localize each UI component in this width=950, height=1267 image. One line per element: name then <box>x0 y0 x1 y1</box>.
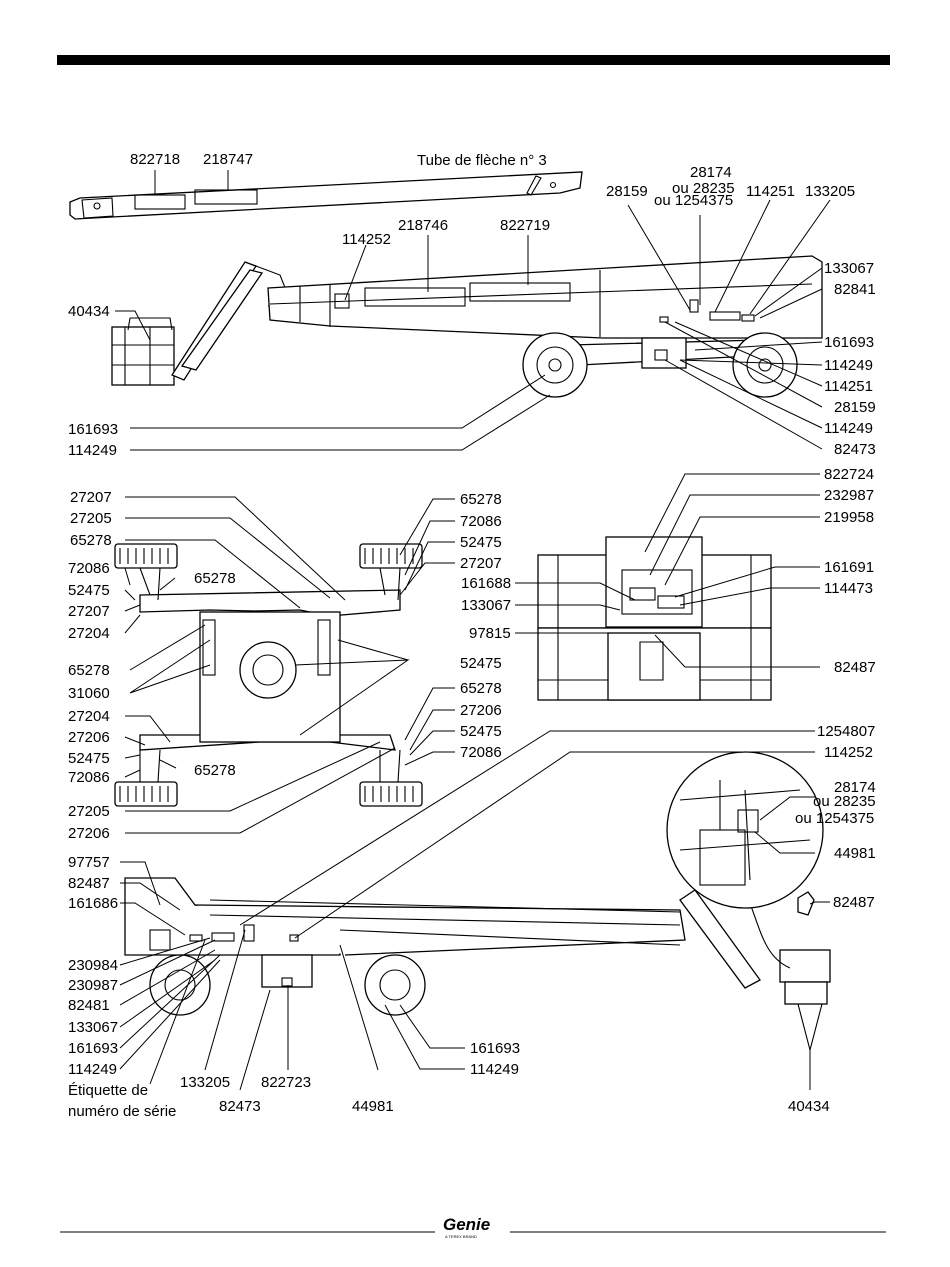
callout-b82487: 82487 <box>833 894 875 911</box>
callout-40434-top: 40434 <box>68 303 110 320</box>
callout-c27204: 27204 <box>68 625 110 642</box>
callout-114249-r: 114249 <box>824 357 873 374</box>
callout-161693-r: 161693 <box>824 334 874 351</box>
callout-218746: 218746 <box>398 217 448 234</box>
serial-label-line2: numéro de série <box>68 1103 176 1120</box>
callout-c52475: 52475 <box>68 582 110 599</box>
callout-218747: 218747 <box>203 151 253 168</box>
callout-114251-r: 114251 <box>824 378 873 395</box>
callout-c27207c: 27207 <box>460 555 502 572</box>
callout-c31060: 31060 <box>68 685 110 702</box>
callout-r114473: 114473 <box>824 580 873 597</box>
callout-r219958: 219958 <box>824 509 874 526</box>
callout-c72086d: 72086 <box>460 744 502 761</box>
callout-labels: 822718 218747 28174 ou 28235 ou 1254375 … <box>68 151 876 1120</box>
callout-82841: 82841 <box>834 281 876 298</box>
callout-c65278b: 65278 <box>194 570 236 587</box>
callout-133205: 133205 <box>805 183 855 200</box>
callout-114251: 114251 <box>746 183 795 200</box>
callout-c72086: 72086 <box>68 560 110 577</box>
callout-b1254807: 1254807 <box>817 723 875 740</box>
callout-b161693r: 161693 <box>470 1040 520 1057</box>
callout-28159-r: 28159 <box>834 399 876 416</box>
callout-c27206b: 27206 <box>68 825 110 842</box>
callout-c27206: 27206 <box>68 729 110 746</box>
callout-ou-1254375: ou 1254375 <box>654 192 733 209</box>
callout-28174: 28174 <box>690 164 732 181</box>
callout-b82473: 82473 <box>219 1098 261 1115</box>
callout-b822723: 822723 <box>261 1074 311 1091</box>
callout-r133067: 133067 <box>461 597 511 614</box>
callout-ou-28235: ou 28235 <box>672 180 735 197</box>
callout-c65278d: 65278 <box>194 762 236 779</box>
callout-c27205: 27205 <box>70 510 112 527</box>
genie-tagline: A TEREX BRAND <box>445 1234 477 1239</box>
boom-tube-3-drawing <box>69 171 583 220</box>
callout-b230984: 230984 <box>68 957 118 974</box>
callout-114249-r2: 114249 <box>824 420 873 437</box>
callout-b44981c: 44981 <box>352 1098 394 1115</box>
callout-b40434: 40434 <box>788 1098 830 1115</box>
callout-b82487l: 82487 <box>68 875 110 892</box>
callout-r161688: 161688 <box>461 575 511 592</box>
callout-c27206c: 27206 <box>460 702 502 719</box>
callout-b133067: 133067 <box>68 1019 118 1036</box>
leader-lines <box>115 170 831 1091</box>
callout-c27207b: 27207 <box>68 603 110 620</box>
callout-b-ou-28235: ou 28235 <box>813 793 876 810</box>
callout-r232987: 232987 <box>824 487 874 504</box>
callout-28159: 28159 <box>606 183 648 200</box>
callout-b44981: 44981 <box>834 845 876 862</box>
callout-822718: 822718 <box>130 151 180 168</box>
zoom-detail-circle <box>666 751 824 909</box>
rear-view-machine <box>537 536 772 701</box>
callout-b97757: 97757 <box>68 854 110 871</box>
callout-c65278c: 65278 <box>68 662 110 679</box>
callout-b82481: 82481 <box>68 997 110 1014</box>
callout-133067-top: 133067 <box>824 260 874 277</box>
callout-b114249: 114249 <box>68 1061 117 1078</box>
callout-c65278: 65278 <box>70 532 112 549</box>
callout-c65278e: 65278 <box>460 491 502 508</box>
callout-822719: 822719 <box>500 217 550 234</box>
side-view-bottom-machine <box>124 877 831 1053</box>
callout-82473-r: 82473 <box>834 441 876 458</box>
header-bar <box>57 55 890 65</box>
callout-b114249r: 114249 <box>470 1061 519 1078</box>
callout-114252: 114252 <box>342 231 391 248</box>
callout-114249-l: 114249 <box>68 442 117 459</box>
top-view-chassis <box>114 543 423 807</box>
callout-b161686: 161686 <box>68 895 118 912</box>
callout-c65278f: 65278 <box>460 680 502 697</box>
callout-r97815: 97815 <box>469 625 511 642</box>
callout-c72086c: 72086 <box>460 513 502 530</box>
callout-c27204b: 27204 <box>68 708 110 725</box>
callout-c52475c: 52475 <box>460 534 502 551</box>
callout-c27205b: 27205 <box>68 803 110 820</box>
callout-r822724: 822724 <box>824 466 874 483</box>
pendant-icon <box>797 891 815 916</box>
callout-c52475d: 52475 <box>460 655 502 672</box>
callout-r161691: 161691 <box>824 559 874 576</box>
genie-logo: Genie <box>443 1215 490 1234</box>
callout-b161693: 161693 <box>68 1040 118 1057</box>
callout-b-ou-1254375: ou 1254375 <box>795 810 874 827</box>
callout-r82487: 82487 <box>834 659 876 676</box>
callout-b28174: 28174 <box>834 779 876 796</box>
callout-b230987: 230987 <box>68 977 118 994</box>
callout-c52475b: 52475 <box>68 750 110 767</box>
callout-c52475e: 52475 <box>460 723 502 740</box>
callout-161693-l: 161693 <box>68 421 118 438</box>
side-view-machine <box>111 255 823 398</box>
callout-c72086b: 72086 <box>68 769 110 786</box>
boom-tube-title: Tube de flèche n° 3 <box>417 152 547 169</box>
callout-b133205: 133205 <box>180 1074 230 1091</box>
callout-b114252: 114252 <box>824 744 873 761</box>
serial-label-line1: Étiquette de <box>68 1082 148 1099</box>
callout-c27207: 27207 <box>70 489 112 506</box>
